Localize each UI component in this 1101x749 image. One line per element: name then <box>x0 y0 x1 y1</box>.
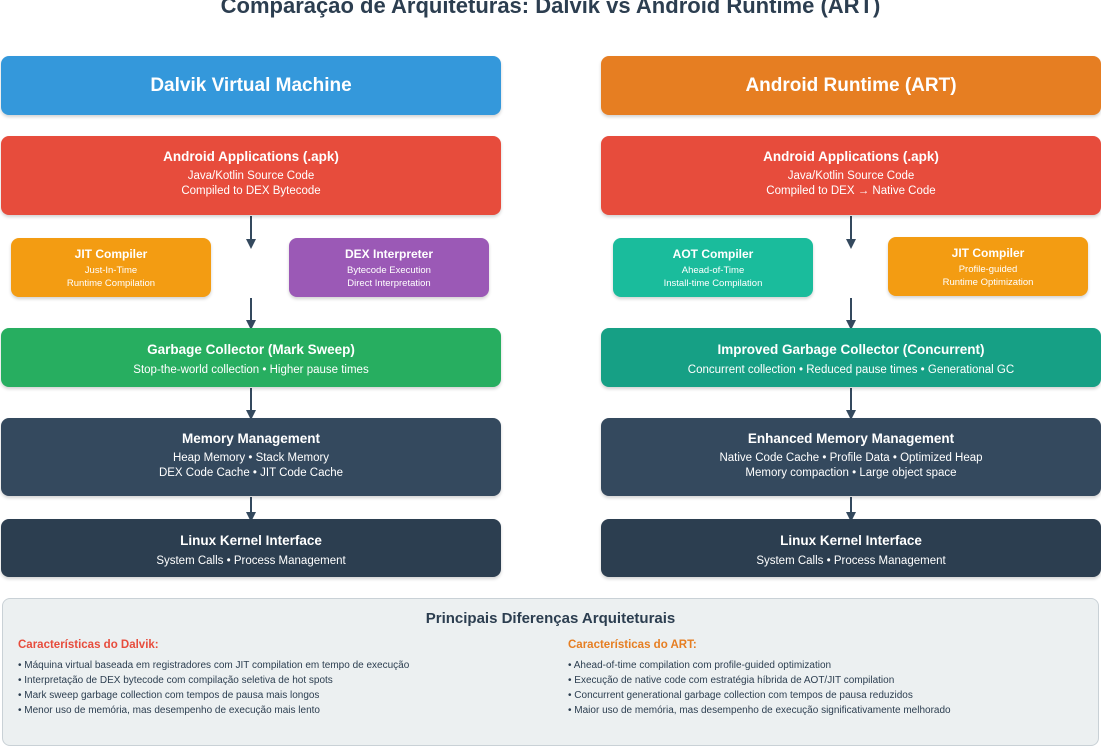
diagram-title: Comparação de Arquiteturas: Dalvik vs An… <box>220 0 881 18</box>
list-item: • Ahead-of-time compilation com profile-… <box>568 660 832 671</box>
dalvik-characteristics-title: Características do Dalvik: <box>18 639 159 651</box>
summary-title: Principais Diferenças Arquiteturais <box>425 610 676 627</box>
art-jit-box: JIT Compiler Profile-guided Runtime Opti… <box>888 237 1088 296</box>
dalvik-memory-line2: DEX Code Cache • JIT Code Cache <box>158 467 344 479</box>
art-kernel-title: Linux Kernel Interface <box>780 533 922 548</box>
art-apps-title: Android Applications (.apk) <box>763 149 939 164</box>
art-aot-line2: Install-time Compilation <box>663 278 763 289</box>
dalvik-apps-title: Android Applications (.apk) <box>163 149 339 164</box>
art-jit-line1: Profile-guided <box>958 264 1018 275</box>
art-gc-line1: Concurrent collection • Reduced pause ti… <box>687 364 1015 376</box>
list-item: • Maior uso de memória, mas desempenho d… <box>568 705 951 716</box>
dalvik-interpreter-line1: Bytecode Execution <box>347 265 431 276</box>
art-header: Android Runtime (ART) <box>601 56 1101 115</box>
dalvik-header-label: Dalvik Virtual Machine <box>150 74 352 96</box>
art-kernel-box: Linux Kernel Interface System Calls • Pr… <box>601 519 1101 577</box>
list-item: • Concurrent generational garbage collec… <box>568 690 913 701</box>
dalvik-characteristics-list: • Máquina virtual baseada em registrador… <box>18 658 409 718</box>
art-memory-title: Enhanced Memory Management <box>747 431 955 446</box>
art-gc-title: Improved Garbage Collector (Concurrent) <box>717 342 985 357</box>
art-memory-line1: Native Code Cache • Profile Data • Optim… <box>719 452 983 464</box>
art-memory-line2: Memory compaction • Large object space <box>745 467 957 479</box>
art-aot-line1: Ahead-of-Time <box>681 265 745 276</box>
art-memory-box: Enhanced Memory Management Native Code C… <box>601 418 1101 496</box>
art-apps-line2: Compiled to DEX → Native Code <box>766 185 936 197</box>
dalvik-apps-line2: Compiled to DEX Bytecode <box>181 185 321 197</box>
dalvik-jit-line1: Just-In-Time <box>84 265 138 276</box>
art-apps-line1: Java/Kotlin Source Code <box>787 170 915 182</box>
art-characteristics-title: Características do ART: <box>568 639 697 651</box>
art-jit-line2: Runtime Optimization <box>942 277 1034 288</box>
dalvik-gc-box: Garbage Collector (Mark Sweep) Stop-the-… <box>1 328 501 387</box>
dalvik-kernel-box: Linux Kernel Interface System Calls • Pr… <box>1 519 501 577</box>
dalvik-header: Dalvik Virtual Machine <box>1 56 501 115</box>
dalvik-apps-line1: Java/Kotlin Source Code <box>187 170 315 182</box>
art-gc-box: Improved Garbage Collector (Concurrent) … <box>601 328 1101 387</box>
art-aot-box: AOT Compiler Ahead-of-Time Install-time … <box>613 238 813 297</box>
list-item: • Execução de native code com estratégia… <box>568 675 895 686</box>
list-item: • Interpretação de DEX bytecode com comp… <box>18 675 333 686</box>
dalvik-kernel-title: Linux Kernel Interface <box>180 533 322 548</box>
dalvik-memory-title: Memory Management <box>181 431 321 446</box>
art-characteristics-list: • Ahead-of-time compilation com profile-… <box>568 658 951 718</box>
dalvik-jit-line2: Runtime Compilation <box>66 278 156 289</box>
dalvik-interpreter-title: DEX Interpreter <box>344 247 434 261</box>
art-apps-box: Android Applications (.apk) Java/Kotlin … <box>601 136 1101 215</box>
dalvik-kernel-line1: System Calls • Process Management <box>156 555 346 567</box>
art-jit-title: JIT Compiler <box>951 246 1025 260</box>
dalvik-jit-box: JIT Compiler Just-In-Time Runtime Compil… <box>11 238 211 297</box>
dalvik-jit-title: JIT Compiler <box>74 247 148 261</box>
art-header-label: Android Runtime (ART) <box>745 74 957 96</box>
art-aot-title: AOT Compiler <box>672 247 754 261</box>
list-item: • Mark sweep garbage collection com temp… <box>18 690 320 701</box>
dalvik-gc-title: Garbage Collector (Mark Sweep) <box>147 342 355 357</box>
dalvik-memory-box: Memory Management Heap Memory • Stack Me… <box>1 418 501 496</box>
list-item: • Máquina virtual baseada em registrador… <box>18 660 410 671</box>
dalvik-apps-box: Android Applications (.apk) Java/Kotlin … <box>1 136 501 215</box>
dalvik-interpreter-line2: Direct Interpretation <box>347 278 431 289</box>
dalvik-memory-line1: Heap Memory • Stack Memory <box>172 452 330 464</box>
art-kernel-line1: System Calls • Process Management <box>756 555 946 567</box>
summary-panel: Principais Diferenças Arquiteturais Cara… <box>2 598 1099 746</box>
dalvik-gc-line1: Stop-the-world collection • Higher pause… <box>133 364 369 376</box>
dalvik-interpreter-box: DEX Interpreter Bytecode Execution Direc… <box>289 238 489 297</box>
list-item: • Menor uso de memória, mas desempenho d… <box>18 705 320 716</box>
arrows-layer <box>246 216 856 522</box>
